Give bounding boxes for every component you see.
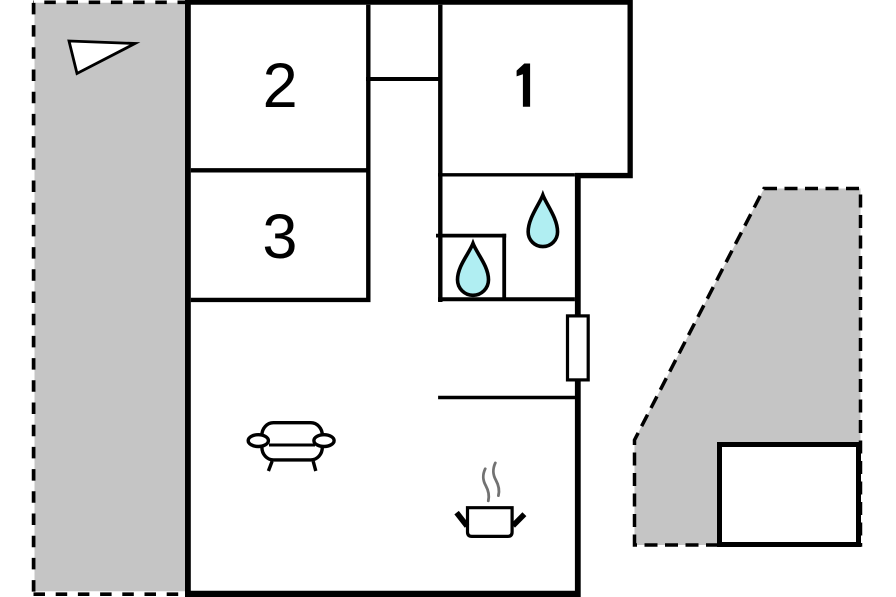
- svg-text:2: 2: [263, 51, 298, 121]
- svg-text:3: 3: [262, 202, 297, 272]
